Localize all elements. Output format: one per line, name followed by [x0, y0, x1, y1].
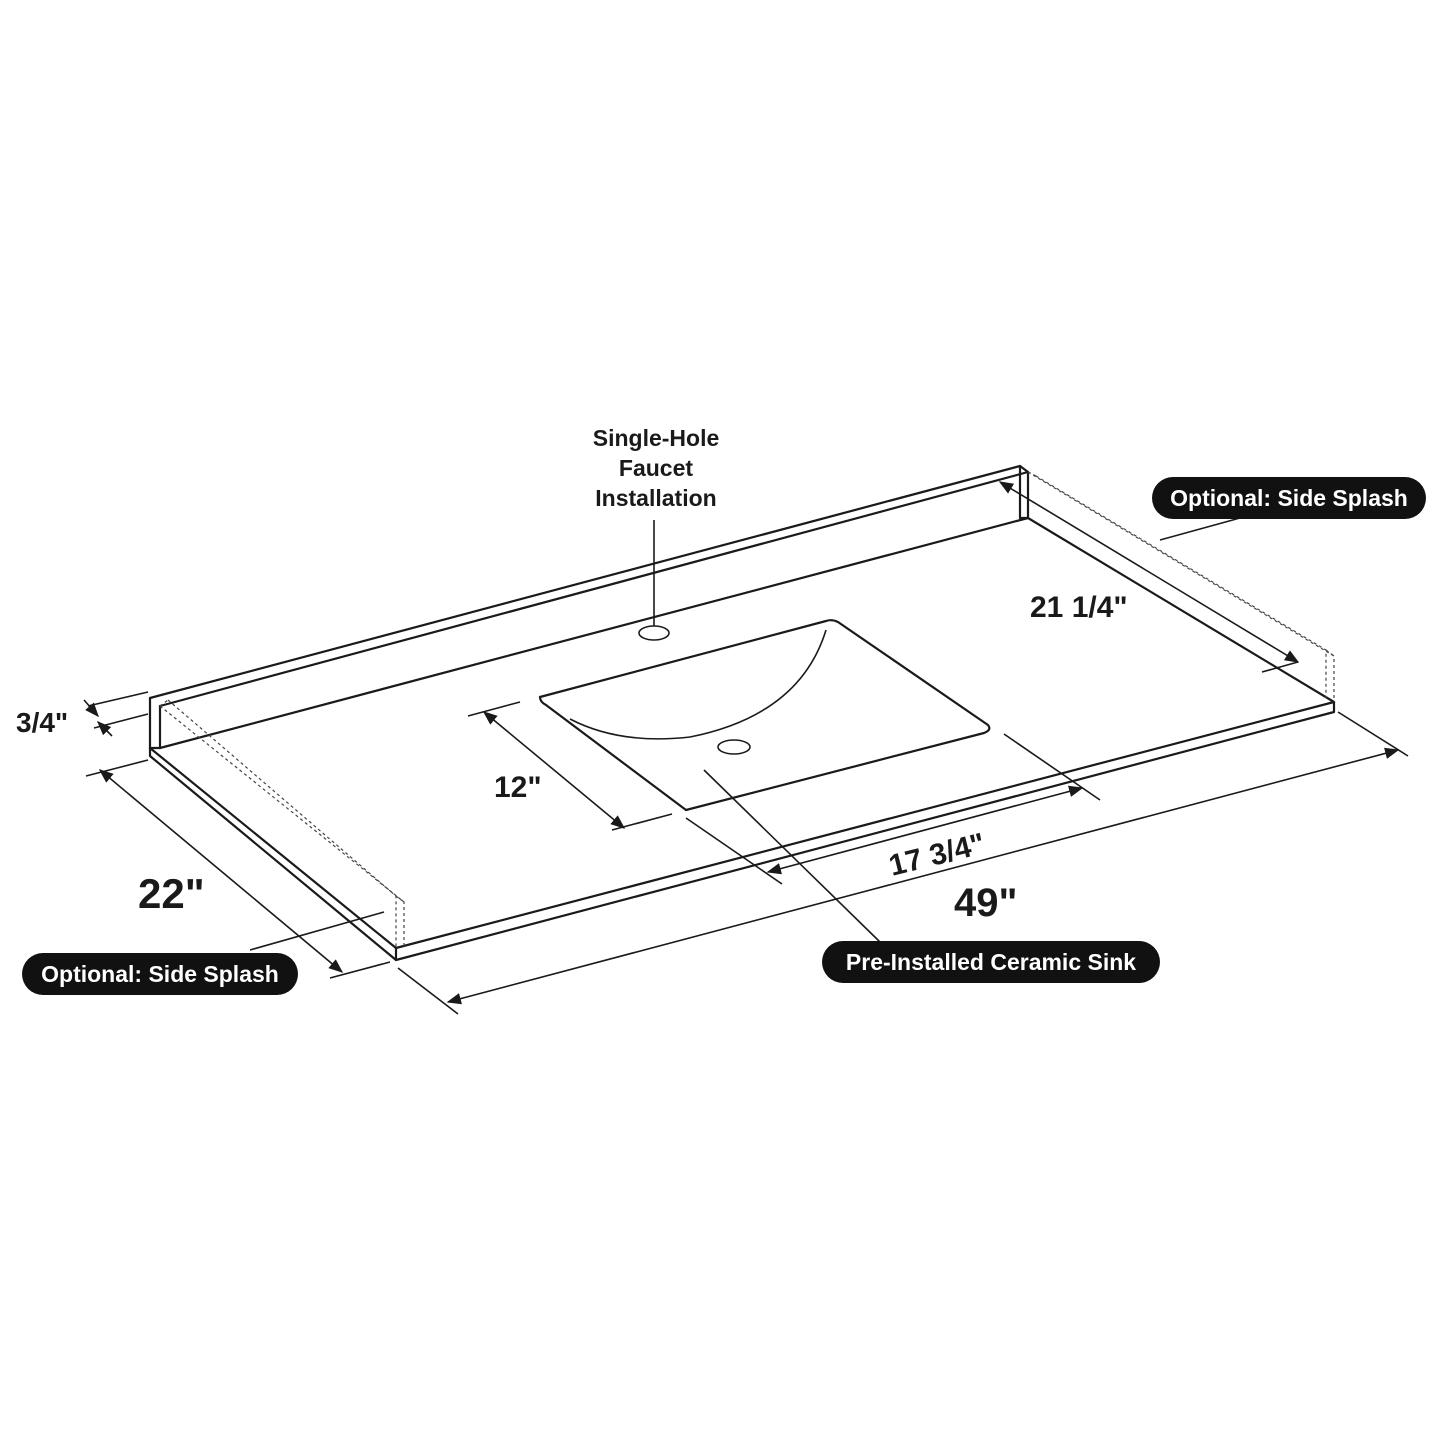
side-splash-right-outline: [1027, 471, 1335, 702]
svg-text:Pre-Installed Ceramic Sink: Pre-Installed Ceramic Sink: [846, 949, 1136, 975]
dim-thickness-label: 3/4": [16, 707, 68, 738]
sink-basin: [538, 619, 991, 812]
svg-text:Optional: Side Splash: Optional: Side Splash: [1170, 485, 1408, 511]
dim-depth-label: 22": [138, 870, 205, 917]
faucet-hole-icon: [638, 625, 670, 641]
sink-callout: Pre-Installed Ceramic Sink: [822, 941, 1160, 983]
dim-inner-depth-label: 21 1/4": [1030, 591, 1128, 624]
faucet-callout-line1: Single-Hole: [593, 425, 720, 451]
dim-sink-offset-label: 17 3/4": [886, 827, 989, 883]
callout-leaders: [249, 517, 1241, 951]
faucet-callout-line3: Installation: [595, 485, 716, 511]
dimension-lines: [83, 481, 1409, 1015]
drain-icon: [717, 739, 751, 755]
svg-text:Optional: Side Splash: Optional: Side Splash: [41, 961, 279, 987]
side-splash-left-callout: Optional: Side Splash: [22, 953, 298, 995]
faucet-callout: Single-Hole Faucet Installation: [593, 425, 720, 511]
dim-width-label: 49": [954, 881, 1017, 925]
faucet-callout-line2: Faucet: [619, 455, 693, 481]
countertop: [148, 464, 1336, 962]
side-splash-right-callout: Optional: Side Splash: [1152, 477, 1426, 519]
dim-sink-depth-label: 12": [494, 771, 542, 804]
